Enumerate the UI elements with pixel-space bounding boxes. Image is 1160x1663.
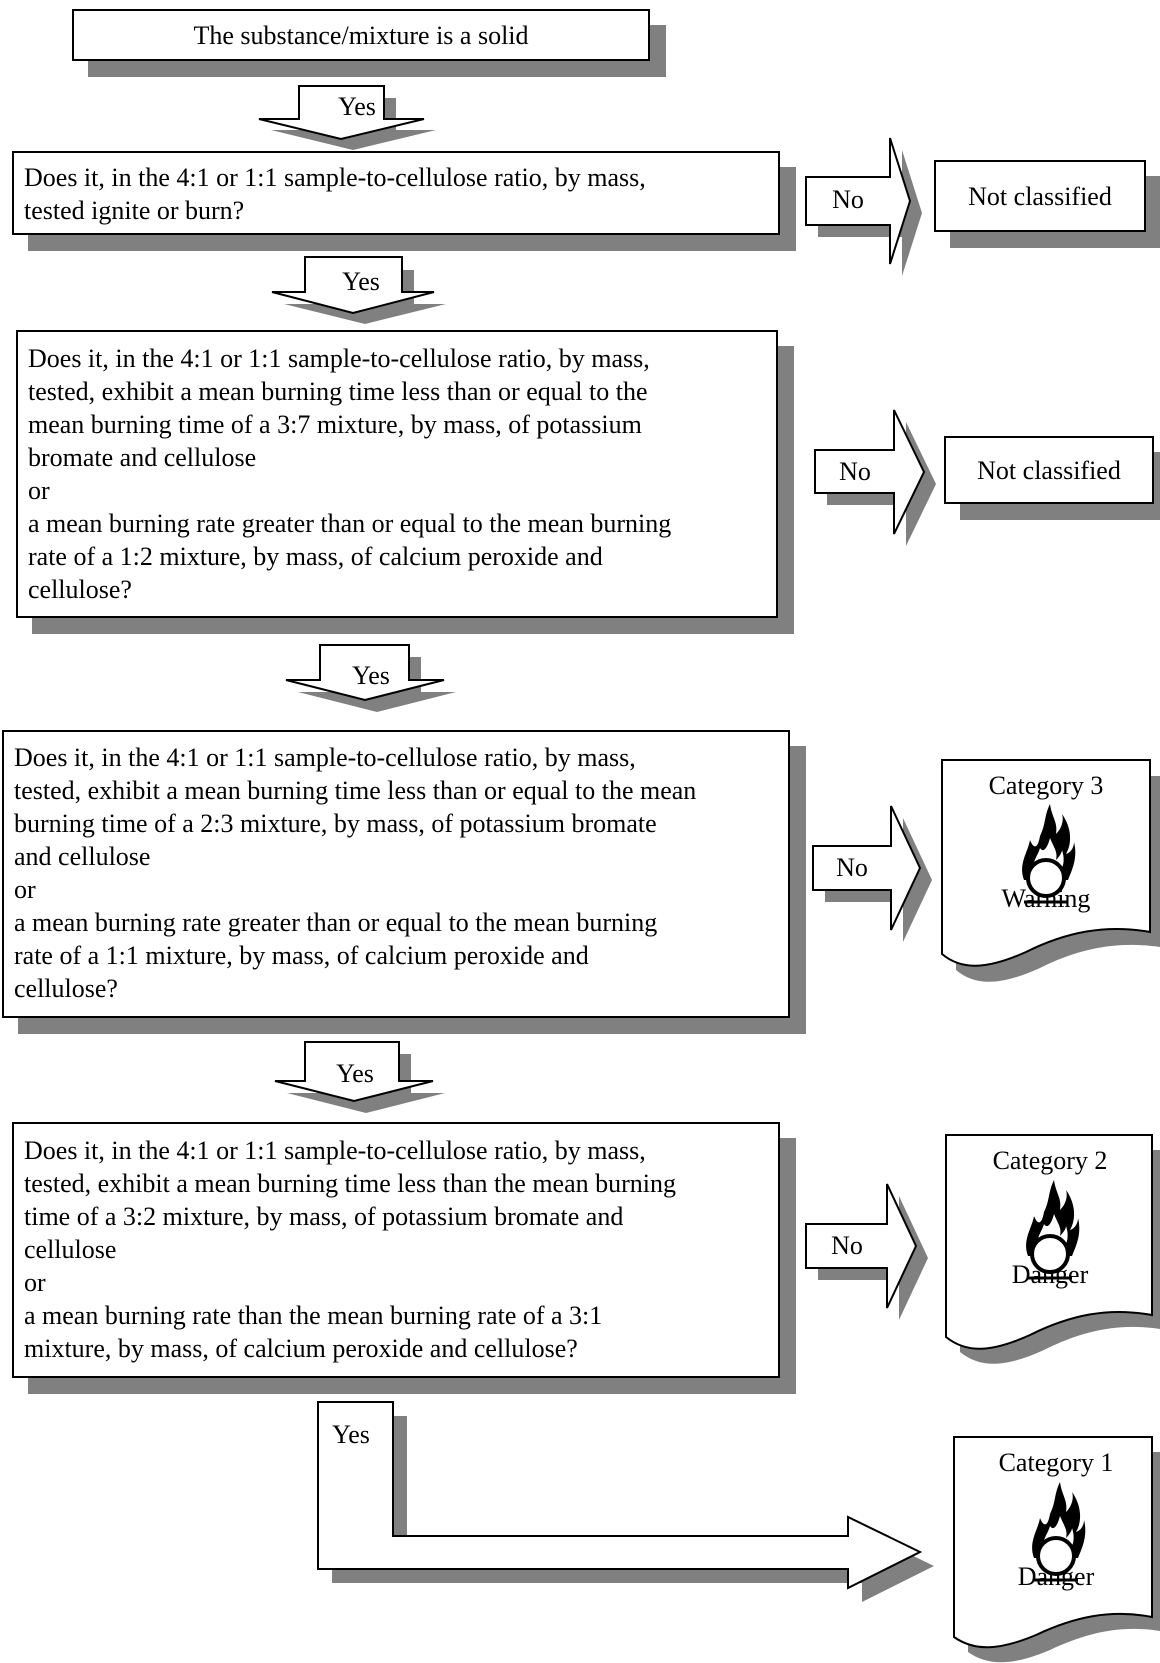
yes-label-4: Yes [336,1059,374,1088]
question-1-text: Does it, in the 4:1 or 1:1 sample-to-cel… [24,163,646,225]
yes-arrow-3 [285,644,456,712]
yes-arrow-1 [258,85,436,150]
yes-label-1: Yes [338,92,376,121]
category-3-signal-word: Warning [1001,884,1091,913]
category-3-document [941,759,1160,982]
category-1-document [953,1436,1160,1663]
question-4-text: Does it, in the 4:1 or 1:1 sample-to-cel… [24,1136,677,1363]
no-label-3: No [836,853,868,882]
start-box: The substance/mixture is a solid [72,9,650,61]
question-2-box: Does it, in the 4:1 or 1:1 sample-to-cel… [16,330,778,618]
yes-label-5: Yes [332,1420,370,1449]
question-2-text: Does it, in the 4:1 or 1:1 sample-to-cel… [28,344,672,604]
yes-arrow-4 [274,1041,445,1113]
not-classified-text-2: Not classified [977,455,1121,485]
category-3-label: Category 3 [988,771,1104,800]
no-label-4: No [831,1231,863,1260]
no-label-2: No [839,457,871,486]
question-1-box: Does it, in the 4:1 or 1:1 sample-to-cel… [12,151,780,235]
not-classified-box-1: Not classified [934,160,1146,232]
no-arrow-1 [805,137,922,276]
not-classified-box-2: Not classified [944,436,1154,504]
category-2-document [945,1134,1160,1364]
yes-label-3: Yes [352,661,390,690]
question-3-text: Does it, in the 4:1 or 1:1 sample-to-cel… [14,743,697,1003]
category-1-signal-word: Danger [1017,1562,1095,1591]
not-classified-text-1: Not classified [968,181,1112,211]
no-arrow-4 [805,1183,928,1320]
category-1-label: Category 1 [998,1448,1114,1477]
no-label-1: No [832,185,864,214]
no-arrow-2 [814,409,936,546]
yes-label-2: Yes [342,267,380,296]
question-4-box: Does it, in the 4:1 or 1:1 sample-to-cel… [12,1122,780,1378]
start-text: The substance/mixture is a solid [193,20,529,50]
yes-arrow-final [317,1401,934,1602]
category-2-label: Category 2 [992,1146,1108,1175]
question-3-box: Does it, in the 4:1 or 1:1 sample-to-cel… [2,730,790,1018]
category-2-signal-word: Danger [1011,1260,1089,1289]
yes-arrow-2 [271,256,446,324]
no-arrow-3 [812,805,932,942]
